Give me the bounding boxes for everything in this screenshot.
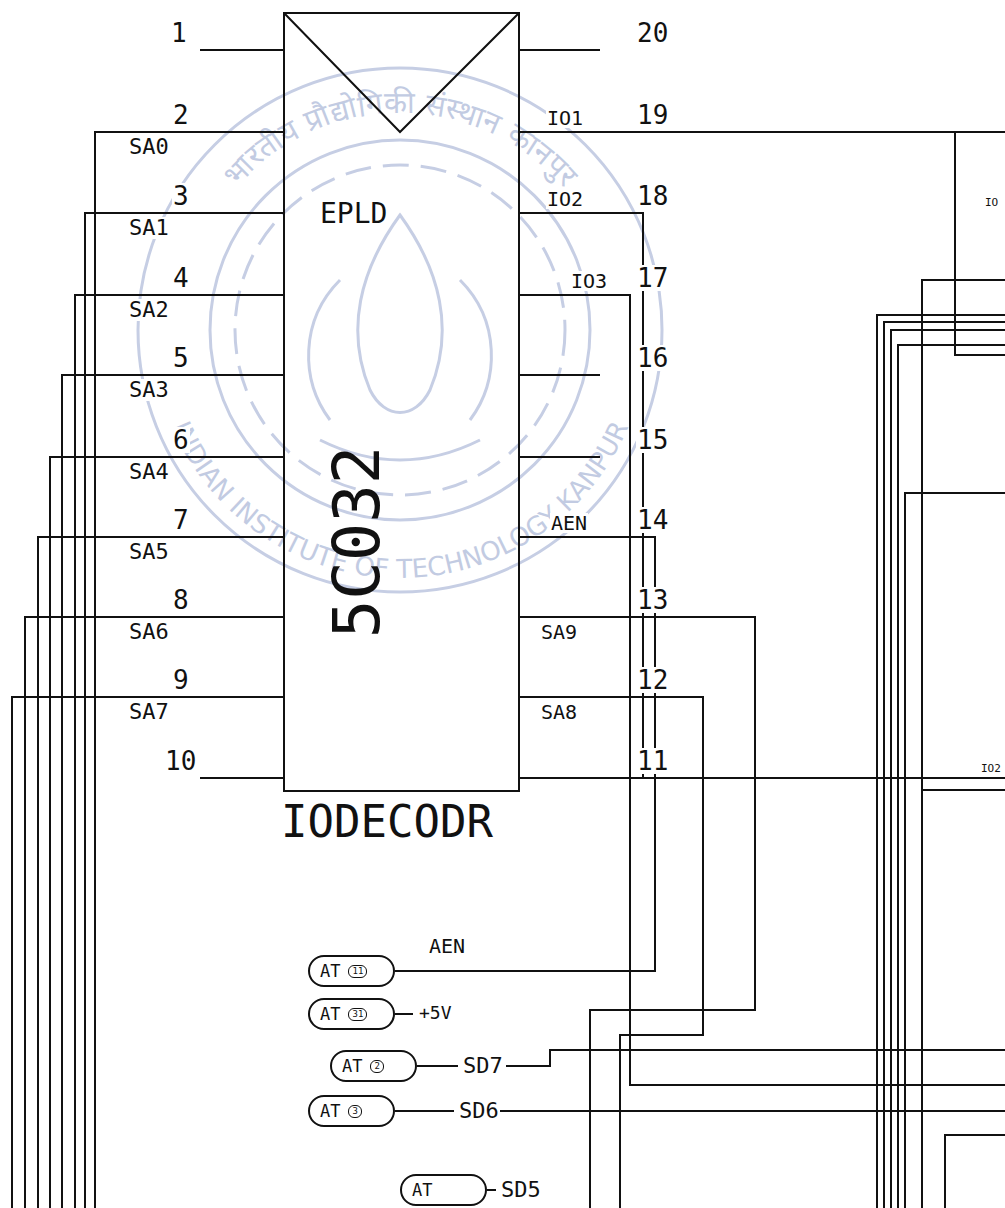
signal-name: AEN: [428, 936, 466, 956]
pin-number: 13: [636, 587, 669, 613]
connector-name: AT: [412, 1182, 432, 1199]
connector-name: AT: [320, 1103, 340, 1120]
chip-triangle: [285, 14, 518, 132]
connectors: [395, 537, 655, 971]
at-connector: AT 11: [308, 955, 395, 987]
pin-number: 9: [172, 667, 190, 693]
pin-number: 2: [172, 102, 190, 128]
pin-number: 20: [636, 20, 669, 46]
watermark-text: INDIAN INSTITUTE OF TECHNOLOGY KANPUR: [166, 416, 634, 584]
signal-name: SD5: [500, 1179, 542, 1201]
at-connector: AT 3: [308, 1095, 395, 1127]
pin-number: 7: [172, 507, 190, 533]
signal-name: SA6: [128, 621, 170, 643]
address-wires: [520, 617, 755, 1208]
signal-name: IO: [984, 197, 999, 208]
emblem-ring: [138, 68, 662, 592]
pin-number: 1: [170, 20, 188, 46]
at-connector: AT: [400, 1174, 487, 1206]
pin-number: 4: [172, 265, 190, 291]
pin-number: 10: [164, 748, 197, 774]
signal-name: SD6: [458, 1100, 500, 1122]
pin-number: 15: [636, 427, 669, 453]
signal-name: SA7: [128, 701, 170, 723]
chip-part-number: 5C032: [325, 446, 389, 639]
emblem: [138, 68, 662, 592]
at-connector: AT 2: [330, 1050, 417, 1082]
pin-number: 8: [172, 587, 190, 613]
signal-name: IO2: [980, 763, 1002, 774]
connector-name: AT: [320, 963, 340, 980]
signal-name: SA2: [128, 299, 170, 321]
signal-name: SA3: [128, 379, 170, 401]
signal-name: SD7: [462, 1055, 504, 1077]
signal-name: IO2: [546, 189, 584, 209]
bus-wires: [877, 280, 1005, 1208]
pin-number: 19: [636, 102, 669, 128]
wires: [12, 14, 1005, 1208]
pin-number: 12: [636, 667, 669, 693]
signal-name: SA8: [540, 702, 578, 722]
emblem-flame: [358, 215, 442, 413]
chip-type: EPLD: [320, 200, 387, 228]
watermark-text: भारतीय प्रौद्योगिकी संस्थान कानपुर: [216, 85, 586, 193]
signal-name: IO1: [546, 108, 584, 128]
pin-number: 2: [370, 1060, 383, 1073]
drawing-part: भारतीय प्रौद्योगिकी संस्थान कानपुर: [216, 85, 586, 193]
connector-name: AT: [320, 1006, 340, 1023]
epld-chip: EPLD5C032IODECODR: [283, 12, 520, 792]
pin-number: 3: [348, 1105, 361, 1118]
pin-number: 3: [172, 183, 190, 209]
pin-number: 14: [636, 507, 669, 533]
emblem-flame: [309, 280, 492, 420]
pin-number: 5: [172, 345, 190, 371]
pin-number: 11: [636, 748, 669, 774]
drawing-part: INDIAN INSTITUTE OF TECHNOLOGY KANPUR: [166, 416, 634, 584]
pin-number: 11: [348, 965, 367, 978]
pin-number: 18: [636, 183, 669, 209]
wire-connector: [395, 537, 655, 971]
pin-number: 31: [348, 1008, 367, 1021]
address-wires: [12, 132, 283, 1208]
io-wires: [520, 132, 1005, 1085]
signal-name: AEN: [550, 513, 588, 533]
pin-number: 17: [636, 265, 669, 291]
pin-number: 16: [636, 345, 669, 371]
signal-name: SA5: [128, 541, 170, 563]
data-wires: [395, 1014, 1005, 1190]
pin-number: 6: [172, 427, 190, 453]
signal-name: SA9: [540, 622, 578, 642]
at-connector: AT 31: [308, 998, 395, 1030]
signal-name: SA0: [128, 136, 170, 158]
emblem-ring: [210, 140, 590, 520]
connector-name: AT: [342, 1058, 362, 1075]
signal-name: SA1: [128, 217, 170, 239]
pin-stubs: [200, 50, 600, 778]
chip-name: IODECODR: [281, 800, 493, 844]
signal-name: +5V: [418, 1004, 453, 1022]
signal-name: IO3: [570, 271, 608, 291]
signal-name: SA4: [128, 461, 170, 483]
